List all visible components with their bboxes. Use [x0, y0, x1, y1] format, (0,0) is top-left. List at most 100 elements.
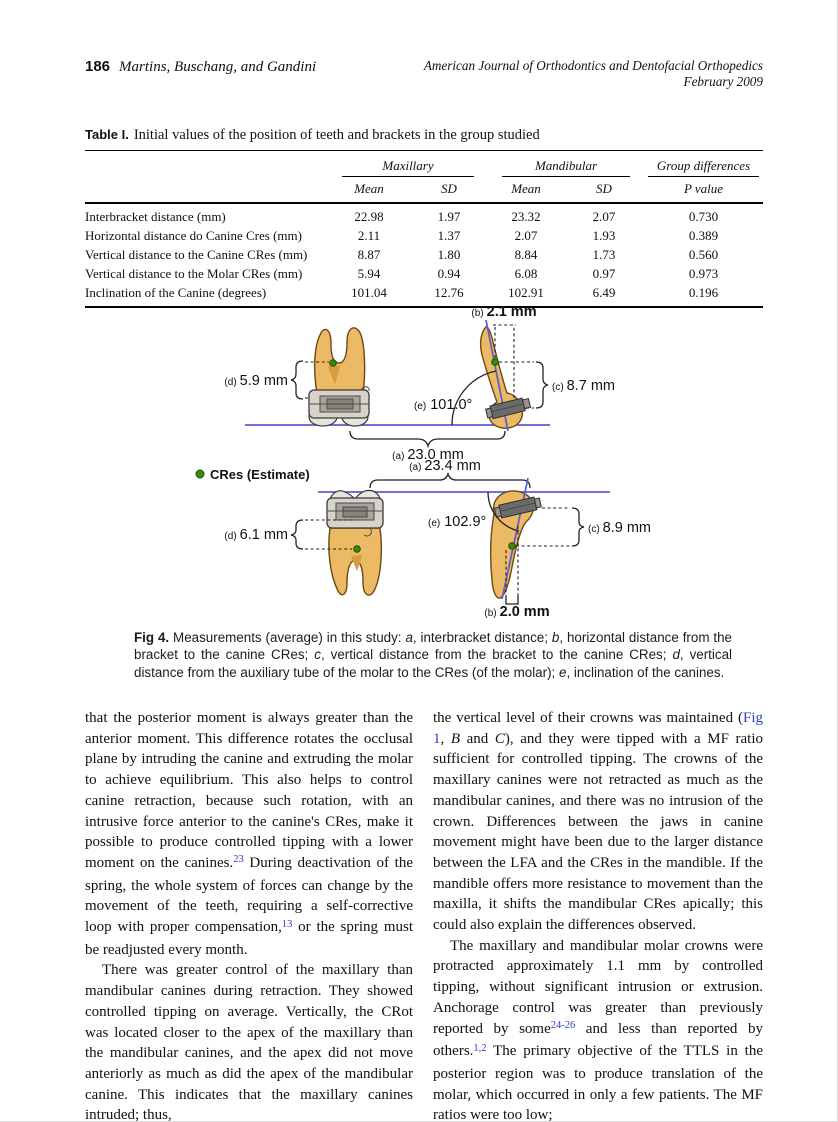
- cell-value: 23.32: [511, 209, 541, 224]
- measurement-e-maxillary: (e)101.0°: [414, 370, 497, 426]
- reference-link[interactable]: 13: [281, 918, 293, 930]
- curly-brace: [349, 430, 506, 449]
- table-row: Horizontal distance do Canine Cres (mm) …: [85, 227, 763, 246]
- canine-bracket-maxillary: [485, 397, 532, 420]
- cell-value: 0.973: [688, 266, 719, 281]
- cell-value: 0.97: [592, 266, 616, 281]
- cell-value: 0.730: [688, 209, 719, 224]
- table-1-section: Table I. Initial values of the position o…: [85, 127, 763, 308]
- curly-brace: [369, 471, 531, 489]
- measurement-d-maxillary: (d)5.9 mm: [224, 360, 329, 400]
- text-segment: , inclination of the canines.: [566, 664, 725, 680]
- table-title: Table I. Initial values of the position o…: [85, 127, 763, 144]
- label-b-mandibular: (b)2.0 mm: [484, 604, 549, 620]
- cell-value: 1.93: [592, 228, 616, 243]
- measurement-a-maxillary: (a)23.0 mm: [349, 430, 506, 463]
- text-segment: During deactivation of the spring, the w…: [85, 854, 413, 936]
- text-segment: that the posterior moment is always grea…: [85, 710, 413, 871]
- text-segment: ), and they were tipped with a MF ratio …: [433, 730, 763, 934]
- label-c-mandibular: (c)8.9 mm: [588, 520, 651, 536]
- col-group-maxillary: Maxillary: [382, 158, 434, 173]
- cell-value: 102.91: [508, 285, 544, 300]
- column-subheader-row: Mean SD Mean SD P value: [85, 177, 763, 204]
- cell-value: 12.76: [434, 285, 464, 300]
- cres-dot-mandibular-canine: [508, 542, 516, 550]
- angle-arc: [451, 370, 497, 426]
- label-d-maxillary: (d)5.9 mm: [224, 373, 288, 389]
- measurement-b-maxillary: (b)2.1 mm: [471, 304, 537, 398]
- text-segment: The maxillary and mandibular molar crown…: [433, 937, 763, 1037]
- cell-value: 2.07: [592, 209, 616, 224]
- cell-value: 101.04: [351, 285, 387, 300]
- table-row: Inclination of the Canine (degrees) 101.…: [85, 284, 763, 308]
- text-segment: ,: [440, 730, 451, 747]
- measurement-d-mandibular: (d)6.1 mm: [224, 519, 354, 550]
- table-label: Table I.: [85, 127, 129, 142]
- measurement-a-mandibular: (a)23.4 mm: [369, 458, 531, 489]
- cres-dot-maxillary-canine: [491, 358, 499, 366]
- curly-brace: [290, 360, 304, 400]
- text-segment: and: [460, 730, 495, 747]
- cell-value: 1.73: [592, 247, 616, 262]
- label-e-mandibular: (e)102.9°: [428, 514, 486, 530]
- text-segment: The primary objective of the TTLS in the…: [433, 1043, 763, 1122]
- col-group-mandibular: Mandibular: [534, 158, 598, 173]
- col-header-mean: Mean: [328, 177, 410, 204]
- figure-4-diagram: (d)5.9 mm (b)2.1 mm (c)8.7: [195, 304, 651, 620]
- text-segment: Fig 4.: [134, 630, 170, 645]
- body-column-left: that the posterior moment is always grea…: [85, 708, 413, 1122]
- maxillary-molar: [308, 327, 370, 427]
- cres-dot-mandibular-molar: [353, 545, 361, 553]
- cres-legend-label: CRes (Estimate): [210, 467, 310, 482]
- table-caption: Initial values of the position of teeth …: [133, 127, 540, 143]
- column-group-row: Maxillary Mandibular Group differences: [85, 151, 763, 177]
- measurement-e-mandibular: (e)102.9°: [428, 491, 520, 532]
- paragraph: the vertical level of their crowns was m…: [433, 708, 763, 936]
- mandibular-canine: [489, 477, 542, 600]
- col-group-differences: Group differences: [656, 158, 751, 173]
- text-segment: and less than reported by others.: [433, 1020, 763, 1060]
- text-segment: c: [314, 647, 321, 663]
- text-segment: , vertical distance from the auxiliary t…: [134, 647, 732, 680]
- cell-value: 2.11: [357, 228, 381, 243]
- measurement-c-maxillary: (c)8.7 mm: [499, 361, 615, 409]
- cell-value: 6.08: [514, 266, 538, 281]
- reference-link[interactable]: 1,2: [473, 1042, 487, 1054]
- cell-value: 0.389: [688, 228, 719, 243]
- row-label: Inclination of the Canine (degrees): [85, 285, 267, 300]
- text-segment: B: [450, 730, 461, 747]
- measurement-c-mandibular: (c)8.9 mm: [516, 507, 651, 547]
- text-segment: d: [672, 647, 680, 663]
- reference-link[interactable]: 23: [233, 854, 244, 866]
- label-a-mandibular: (a)23.4 mm: [409, 458, 481, 474]
- row-label: Vertical distance to the Molar CRes (mm): [85, 266, 303, 281]
- cell-value: 1.37: [437, 228, 461, 243]
- measurement-b-mandibular: (b)2.0 mm: [484, 526, 550, 620]
- text-segment: C: [494, 730, 505, 747]
- cell-value: 22.98: [354, 209, 384, 224]
- paragraph: There was greater control of the maxilla…: [85, 960, 413, 1122]
- text-segment: There was greater control of the maxilla…: [85, 962, 413, 1122]
- journal-name: American Journal of Orthodontics and Den…: [423, 58, 763, 73]
- col-header-sd: SD: [410, 177, 488, 204]
- figure-caption: Fig 4. Measurements (average) in this st…: [134, 629, 732, 681]
- cell-value: 8.87: [357, 247, 381, 262]
- text-segment: or the spring must be readjusted every m…: [85, 919, 413, 958]
- curly-brace: [535, 361, 549, 409]
- cell-value: 0.94: [437, 266, 461, 281]
- label-e-maxillary: (e)101.0°: [414, 397, 472, 413]
- text-segment: , horizontal distance from the bracket t…: [134, 630, 733, 663]
- cres-dot-maxillary-molar: [329, 359, 337, 367]
- text-segment: a: [405, 630, 413, 645]
- reference-link[interactable]: 24-26: [550, 1020, 576, 1032]
- journal-header: American Journal of Orthodontics and Den…: [424, 58, 763, 90]
- cell-value: 1.97: [437, 209, 461, 224]
- col-header-pvalue: P value: [644, 177, 763, 204]
- body-column-right: the vertical level of their crowns was m…: [433, 708, 763, 1122]
- reference-link[interactable]: Fig 1: [433, 710, 763, 747]
- text-segment: the vertical level of their crowns was m…: [433, 710, 743, 726]
- table-row: Vertical distance to the Molar CRes (mm)…: [85, 265, 763, 284]
